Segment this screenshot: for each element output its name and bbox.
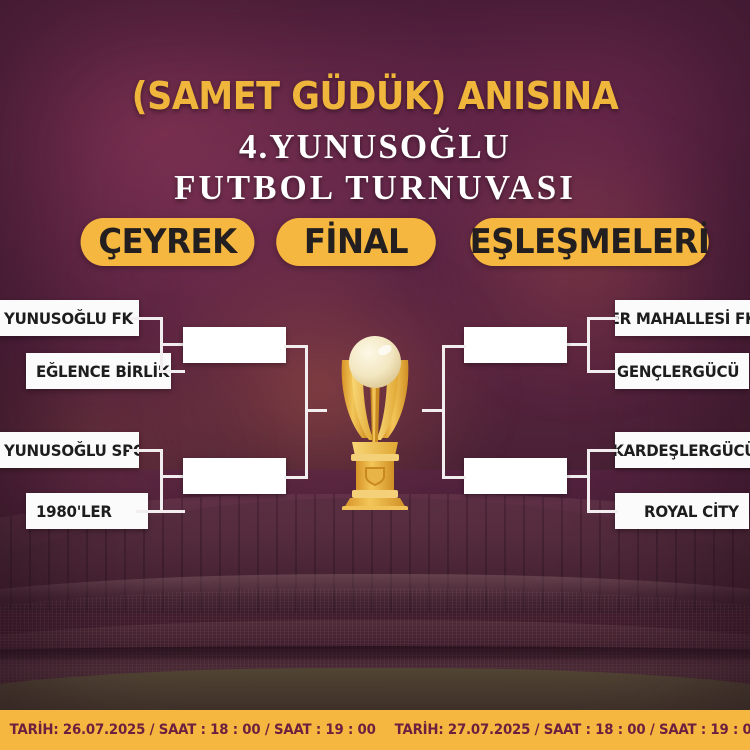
connector-right-qf2-out-h — [561, 475, 589, 478]
connector-right-qf1-out-h — [561, 343, 589, 346]
banner-pill-eslesmeleri: EŞLEŞMELERİ — [470, 218, 710, 266]
connector-left-qf1-top-h — [129, 317, 163, 320]
team-name: YUNUSOĞLU FK — [4, 308, 133, 328]
team-box-eglence-birlik-fk: EĞLENCE BİRLİK FK — [26, 353, 171, 389]
team-name: YUNUSOĞLU SPOR — [4, 440, 139, 460]
team-name: GENÇLERGÜCÜ — [616, 361, 740, 381]
connector-left-sf-top-h — [284, 345, 308, 348]
team-box-genclergucu: GENÇLERGÜCÜ — [615, 353, 749, 389]
connector-right-qf1-bottom-h — [587, 370, 618, 373]
memorial-dedication: (SAMET GÜDÜK) ANISINA — [131, 74, 619, 118]
connector-right-qf2-top-h — [587, 449, 618, 452]
team-box-1980ler: 1980'LER — [26, 493, 148, 529]
tournament-title-line-2: FUTBOL TURNUVASI — [174, 168, 576, 207]
footer-date-left: TARİH: 26.07.2025 / SAAT : 18 : 00 / SAA… — [9, 722, 376, 738]
tournament-title-line-1: 4.YUNUSOĞLU — [239, 127, 511, 166]
semifinal-slot-left-bottom — [183, 458, 286, 494]
date-footer-bar: TARİH: 26.07.2025 / SAAT : 18 : 00 / SAA… — [0, 710, 750, 750]
connector-left-qf2-top-h — [129, 449, 163, 452]
connector-right-qf2-v — [587, 449, 590, 513]
team-box-gerger-mahallesi-fk: GERGER MAHALLESİ FK — [615, 300, 750, 336]
team-box-yunusoglu-spor: YUNUSOĞLU SPOR — [0, 432, 139, 468]
team-name: KARDEŞLERGÜCÜ — [615, 440, 750, 460]
team-name: EĞLENCE BİRLİK FK — [36, 361, 171, 381]
semifinal-slot-right-top — [464, 327, 567, 363]
semifinal-slot-left-top — [183, 327, 286, 363]
connector-right-qf2-bottom-h — [587, 510, 618, 513]
banner-pill-final: FİNAL — [276, 218, 436, 266]
team-box-kardeslergucu: KARDEŞLERGÜCÜ — [615, 432, 750, 468]
trophy-icon — [322, 330, 428, 511]
team-name: 1980'LER — [36, 501, 112, 521]
connector-left-qf1-out-h — [160, 343, 186, 346]
semifinal-slot-right-bottom — [464, 458, 567, 494]
team-box-royal-city: ROYAL CİTY — [615, 493, 749, 529]
connector-right-sf-top-h — [442, 345, 466, 348]
connector-right-final-h — [422, 409, 444, 412]
connector-left-qf2-out-h — [160, 475, 186, 478]
connector-right-sf-bottom-h — [442, 476, 466, 479]
connector-right-sf-v — [442, 345, 445, 479]
team-name: GERGER MAHALLESİ FK — [615, 308, 750, 328]
banner-pill-ceyrek: ÇEYREK — [80, 218, 255, 266]
connector-left-qf2-v — [160, 449, 163, 513]
footer-date-right: TARİH: 27.07.2025 / SAAT : 18 : 00 / SAA… — [394, 722, 750, 738]
connector-right-qf1-top-h — [587, 317, 618, 320]
connector-left-final-h — [305, 409, 327, 412]
team-name: ROYAL CİTY — [644, 501, 739, 521]
connector-left-qf1-bottom-h — [159, 370, 185, 373]
connector-left-sf-bottom-h — [284, 476, 308, 479]
connector-left-sf-v — [305, 345, 308, 479]
team-box-yunusoglu-fk: YUNUSOĞLU FK — [0, 300, 139, 336]
